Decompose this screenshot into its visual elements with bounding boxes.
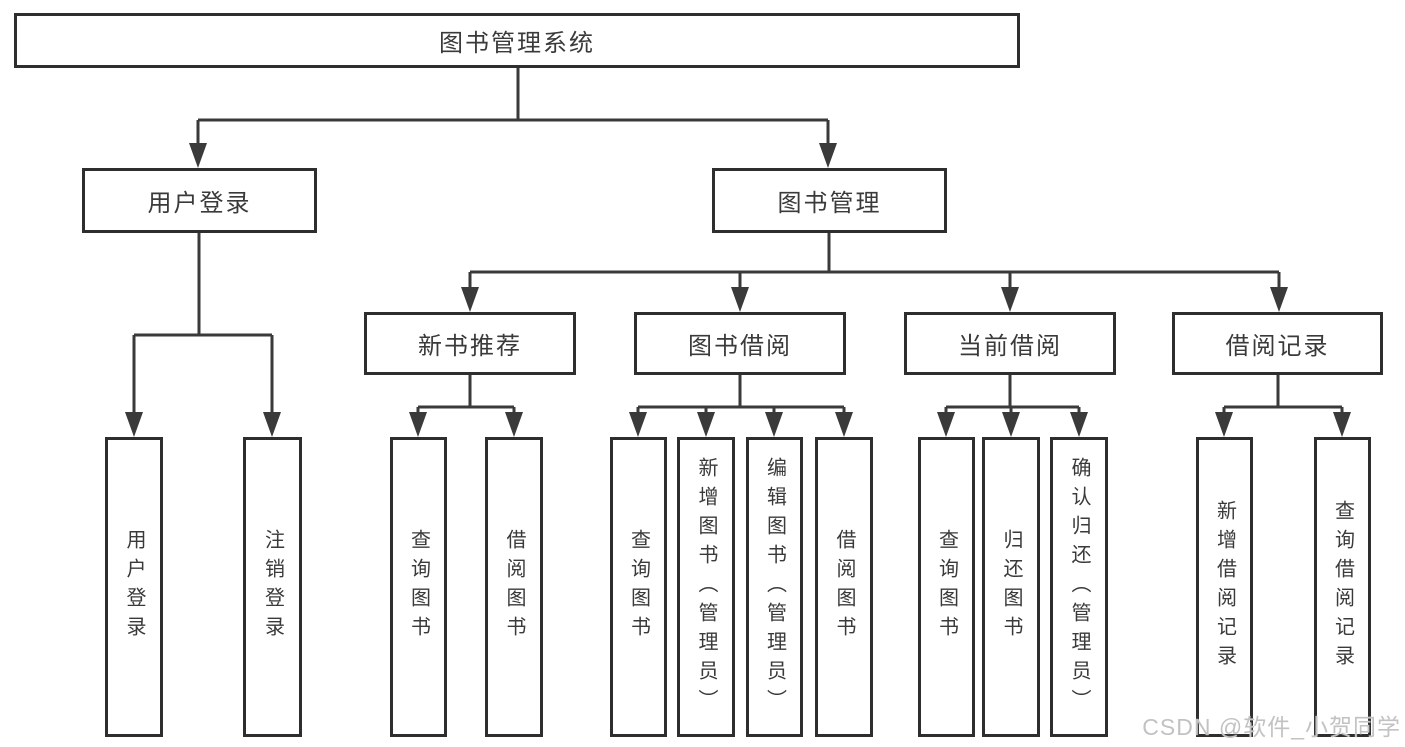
leaf-add-books-admin-label: 新增图书（管理员） xyxy=(695,456,717,718)
leaf-borrow-query-books: 查询图书 xyxy=(610,437,667,737)
leaf-logout-label: 注销登录 xyxy=(261,529,284,645)
leaf-recommend-borrow-books: 借阅图书 xyxy=(485,437,543,737)
leaf-add-books-admin: 新增图书（管理员） xyxy=(677,437,735,737)
leaf-recommend-borrow-books-label: 借阅图书 xyxy=(503,529,525,645)
leaf-user-login-label: 用户登录 xyxy=(123,529,145,645)
leaf-borrow-books: 借阅图书 xyxy=(815,437,873,737)
node-current-borrow-label: 当前借阅 xyxy=(958,333,1062,360)
leaf-current-query-books: 查询图书 xyxy=(918,437,975,737)
node-borrow-records-label: 借阅记录 xyxy=(1225,333,1330,360)
leaf-add-borrow-record: 新增借阅记录 xyxy=(1196,437,1253,737)
node-book-management: 图书管理 xyxy=(712,168,947,233)
leaf-recommend-query-books-label: 查询图书 xyxy=(407,529,430,645)
node-book-borrow-label: 图书借阅 xyxy=(688,333,792,360)
node-user-login-label: 用户登录 xyxy=(147,190,252,217)
node-root: 图书管理系统 xyxy=(14,13,1020,68)
leaf-user-login: 用户登录 xyxy=(105,437,163,737)
leaf-edit-books-admin: 编辑图书（管理员） xyxy=(746,437,803,737)
leaf-return-books: 归还图书 xyxy=(982,437,1040,737)
node-new-book-recommend-label: 新书推荐 xyxy=(418,333,522,360)
leaf-confirm-return-admin-label: 确认归还（管理员） xyxy=(1068,456,1090,718)
leaf-confirm-return-admin: 确认归还（管理员） xyxy=(1050,437,1108,737)
node-user-login: 用户登录 xyxy=(82,168,317,233)
leaf-logout: 注销登录 xyxy=(243,437,302,737)
leaf-current-query-books-label: 查询图书 xyxy=(935,529,958,645)
node-new-book-recommend: 新书推荐 xyxy=(364,312,576,375)
leaf-borrow-books-label: 借阅图书 xyxy=(833,529,855,645)
node-current-borrow: 当前借阅 xyxy=(904,312,1116,375)
leaf-return-books-label: 归还图书 xyxy=(1000,529,1022,645)
leaf-query-borrow-record-label: 查询借阅记录 xyxy=(1331,500,1354,674)
arrowheads xyxy=(125,143,1351,437)
leaf-edit-books-admin-label: 编辑图书（管理员） xyxy=(763,456,786,718)
node-borrow-records: 借阅记录 xyxy=(1172,312,1383,375)
leaf-recommend-query-books: 查询图书 xyxy=(390,437,447,737)
node-book-borrow: 图书借阅 xyxy=(634,312,846,375)
leaf-add-borrow-record-label: 新增借阅记录 xyxy=(1213,500,1236,674)
leaf-query-borrow-record: 查询借阅记录 xyxy=(1314,437,1371,737)
node-book-management-label: 图书管理 xyxy=(777,190,882,217)
csdn-watermark: CSDN @软件_小贺同学 xyxy=(1142,714,1401,740)
node-root-label: 图书管理系统 xyxy=(439,30,595,57)
leaf-borrow-query-books-label: 查询图书 xyxy=(627,529,650,645)
